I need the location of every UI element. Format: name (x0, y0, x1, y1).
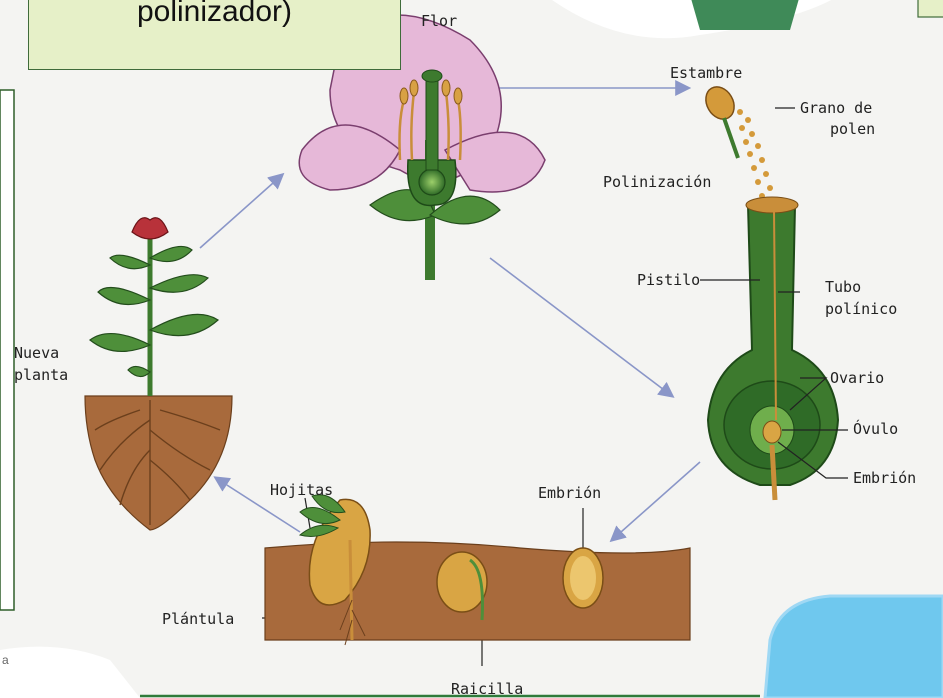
label-grano-de: Grano de (800, 99, 872, 117)
label-polinico: polínico (825, 300, 897, 318)
label-polinizacion: Polinización (603, 173, 711, 191)
label-embrion-pistil: Embrión (853, 469, 916, 487)
label-hojitas: Hojitas (270, 481, 333, 499)
new-plant-illustration (85, 218, 232, 530)
label-polen: polen (830, 120, 875, 138)
bottom-left-panel (0, 647, 140, 698)
label-pistilo: Pistilo (637, 271, 700, 289)
stamen-illustration (700, 82, 777, 203)
caption-box: polinizador) (28, 0, 401, 70)
pistil-illustration (708, 197, 838, 500)
label-raicilla: Raicilla (451, 680, 523, 698)
arrow-plant-to-flower (200, 175, 282, 248)
label-plantula: Plántula (162, 610, 234, 628)
caption-text: polinizador) (29, 0, 400, 29)
label-estambre: Estambre (670, 64, 742, 82)
label-ovario: Ovario (830, 369, 884, 387)
arrow-pistil-to-seed (612, 462, 700, 540)
corner-letter: a (2, 653, 9, 667)
label-ovulo: Óvulo (853, 419, 898, 438)
label-tubo: Tubo (825, 278, 861, 296)
label-embrion-seed: Embrión (538, 484, 601, 502)
left-frame (0, 90, 14, 610)
label-planta: planta (14, 366, 68, 384)
seed-soil-illustration (265, 495, 690, 645)
top-right-green-shape (690, 0, 800, 30)
label-nueva: Nueva (14, 344, 59, 362)
bottom-right-sky-panel (765, 596, 943, 698)
top-right-box (918, 0, 943, 17)
label-flor: Flor (421, 12, 457, 30)
